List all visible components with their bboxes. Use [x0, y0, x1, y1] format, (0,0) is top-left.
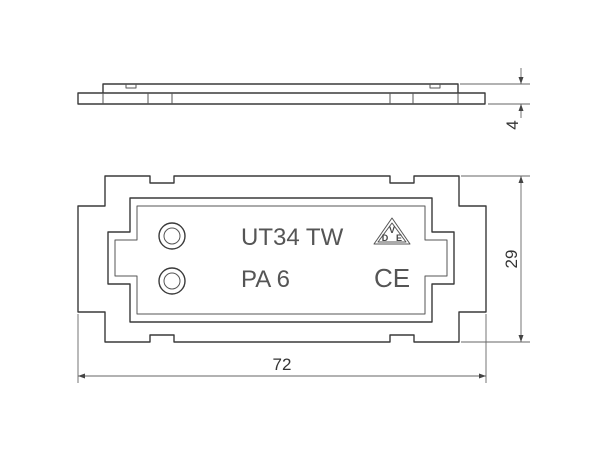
- mounting-hole-bottom: [158, 267, 186, 295]
- side-view-base-plate: [77, 92, 486, 105]
- top-view-inner-detail: [114, 205, 448, 315]
- side-view-boss-left: [125, 84, 137, 89]
- top-view: UT34 TW PA 6 V D E CE: [77, 175, 487, 343]
- top-view-inner-contour: [107, 197, 455, 323]
- vde-letter-right: E: [396, 233, 402, 243]
- width-dimension: 72: [77, 314, 487, 383]
- side-view-boss-right: [429, 84, 441, 89]
- top-view-outer-contour: [77, 175, 487, 343]
- mounting-hole-top: [158, 222, 186, 250]
- height-value: 29: [502, 250, 521, 269]
- marking-material: PA 6: [241, 266, 290, 293]
- dimension-arrowhead: [518, 335, 524, 342]
- ce-conformity-mark-icon: CE: [374, 263, 410, 293]
- thickness-value: 4: [503, 120, 522, 129]
- vde-letter-top: V: [389, 225, 395, 235]
- vde-letter-left: D: [382, 233, 389, 243]
- thickness-dimension: 4: [460, 68, 530, 130]
- dimension-arrowhead: [518, 77, 524, 84]
- dimension-arrowhead: [479, 373, 486, 379]
- marking-type: UT34 TW: [241, 224, 344, 251]
- height-dimension: 29: [461, 175, 530, 343]
- side-view: [77, 83, 486, 105]
- dimension-arrowhead: [518, 104, 524, 111]
- dimension-arrowhead: [78, 373, 85, 379]
- vde-certification-mark-icon: V D E: [373, 217, 411, 245]
- side-view-raised-top: [102, 83, 459, 93]
- dimension-arrowhead: [518, 176, 524, 183]
- width-value: 72: [273, 355, 292, 374]
